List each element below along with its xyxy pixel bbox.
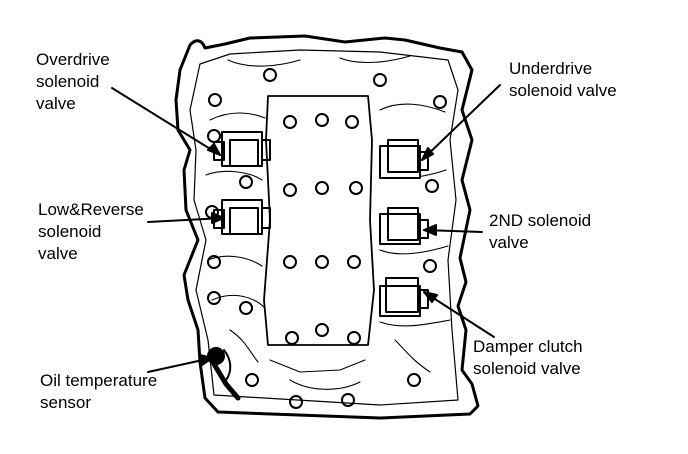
underdrive-solenoid bbox=[379, 139, 429, 179]
leader-damper bbox=[423, 291, 495, 338]
leader-lines bbox=[111, 84, 501, 373]
second-solenoid bbox=[379, 207, 429, 245]
damper-clutch-solenoid bbox=[379, 277, 429, 317]
valve-body-inner-edge bbox=[189, 49, 459, 406]
oil-temperature-sensor bbox=[207, 347, 241, 401]
bolts bbox=[205, 68, 447, 409]
valve-body-outline bbox=[174, 34, 480, 420]
leader-overdrive bbox=[111, 87, 221, 156]
valve-body-details bbox=[205, 55, 451, 390]
leader-underdrive bbox=[421, 84, 501, 161]
overdrive-solenoid bbox=[213, 131, 271, 167]
center-plate bbox=[263, 95, 375, 346]
